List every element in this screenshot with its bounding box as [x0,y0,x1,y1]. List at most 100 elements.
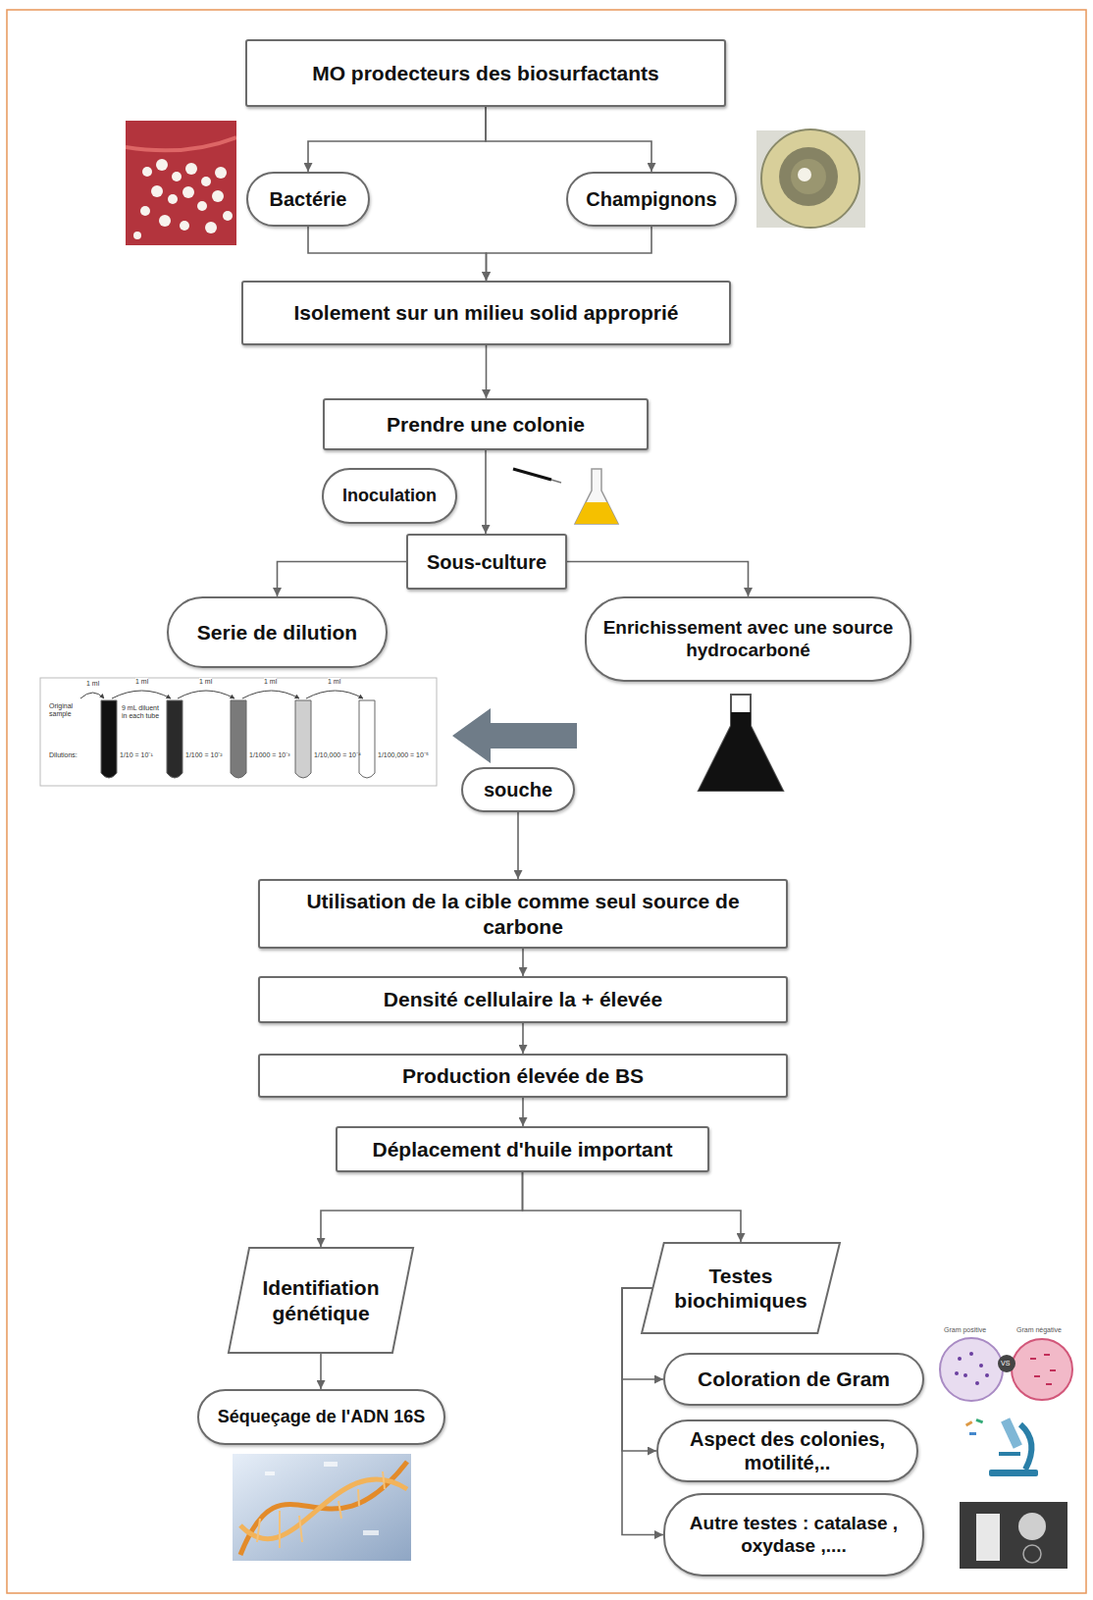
dna-image [264,1461,379,1536]
petri-dish-bacteria [167,194,178,205]
dna-image [232,1454,412,1562]
flow-arrow [522,1172,742,1243]
black-flask [698,694,783,791]
rounded-step: Bactérie [246,171,370,227]
petri-dish-bacteria [185,162,198,175]
node-text: souche [483,778,553,802]
pipette-and-flask [551,479,562,483]
node-text: Champignons [585,187,717,211]
petri-dish-bacteria [158,214,171,227]
process-box: Prendre une colonie [322,398,649,451]
node-text: Densité cellulaire la + élevée [383,987,663,1012]
dilution-series-figure [166,700,183,779]
node-text: Autre testes : catalase , oxydase ,.... [675,1512,913,1559]
microscope-icon [969,1432,977,1436]
gram-stain-image [1049,1369,1056,1372]
flow-arrow [308,106,486,172]
petri-dish-bacteria [205,221,217,234]
gram-stain-image [939,1338,1003,1402]
rounded-step: Aspect des colonies, motilité,.. [656,1419,919,1483]
petri-dish-bacteria [156,158,168,171]
dilution-series-figure [359,700,375,779]
flow-arrow [484,450,487,534]
gram-stain-image [1030,1353,1056,1386]
process-box: Production élevée de BS [258,1053,788,1098]
process-box: Déplacement d'huile important [335,1126,710,1173]
petri-dish-fungi [756,130,866,228]
petri-dish-bacteria [201,176,211,187]
microscope-icon [998,1452,1021,1457]
dna-image [299,1515,303,1543]
flow-arrow [517,812,520,880]
node-text: Séqueçage de l'ADN 16S [217,1406,425,1429]
gram-stain-image [954,1371,959,1376]
figure-label: Gram négative [1016,1326,1062,1335]
gram-stain-image [975,1381,980,1386]
grey-block-arrow [452,708,577,764]
figure-label: 1 ml [327,677,341,686]
figure-label: 1 ml [135,677,149,686]
petri-dish-bacteria [125,120,237,246]
figure-label: Dilutions: [49,751,78,760]
rounded-step: souche [461,767,575,813]
figure-label: 1/100 = 10⁻² [185,751,223,760]
dna-image [278,1510,281,1549]
gram-stain-image [1045,1383,1052,1386]
microscope-icon [975,1418,984,1424]
dna-image [363,1530,379,1536]
dilution-series-figure [101,700,117,779]
petri-dish-fungi [797,167,812,182]
figure-label: 1/1000 = 10⁻³ [249,751,291,760]
rounded-step: Serie de dilution [166,596,388,669]
petri-dish-bacteria [151,185,163,198]
pipette-and-flask [513,468,619,524]
gram-stain-image [1043,1353,1050,1356]
test-plate-image [1023,1545,1041,1563]
flow-arrow [567,562,749,598]
microscope-icon [975,1418,984,1424]
parallelogram-outline [639,1242,842,1335]
node-text: Prendre une colonie [386,412,585,437]
node-text: Isolement sur un milieu solid approprié [293,300,678,325]
gram-stain-image [1011,1339,1073,1401]
microscope-icon [1020,1424,1032,1470]
rounded-step: Champignons [566,171,737,227]
gram-stain-image [997,1354,1016,1373]
flow-arrow [521,1097,524,1127]
microscope-icon [1000,1417,1023,1449]
flow-arrow [521,1023,524,1054]
flow-arrow [319,1353,322,1390]
petri-dish-bacteria [125,120,237,246]
petri-dish-bacteria [133,231,142,240]
figure-label: 1 ml [86,679,100,688]
flow-arrow [521,948,524,977]
gram-stain-image [936,1324,1074,1404]
figure-label: 1/10 = 10⁻¹ [119,751,154,760]
petri-dish-bacteria [140,206,151,216]
petri-dish-bacteria [197,201,208,211]
node-text: Coloration de Gram [697,1366,890,1392]
dilution-series-figure [242,690,300,699]
pipette-and-flask [574,468,619,524]
flow-arrow [486,226,653,281]
gram-stain-image [969,1352,974,1356]
microscope-icon [959,1412,1051,1480]
figure-label: 1 ml [199,677,212,686]
dna-image [338,1501,342,1519]
gram-stain-image [957,1356,962,1361]
dilution-series-figure [230,700,247,779]
figure-label: 1/100,000 = 10⁻⁵ [377,751,429,760]
dna-image [257,1518,261,1543]
gram-stain-image [963,1373,968,1378]
gram-stain-image [1030,1357,1037,1360]
process-box: Isolement sur un milieu solid approprié [241,280,731,346]
dilution-series-figure [80,692,105,699]
node-text: Inoculation [342,485,437,508]
node-text: Serie de dilution [197,620,358,645]
rounded-step: Inoculation [321,468,458,524]
page-frame [6,9,1087,1594]
process-box: Densité cellulaire la + élevée [258,976,788,1024]
io-parallelogram: Identifiation génétique [226,1247,416,1354]
flow-arrow [277,562,408,598]
